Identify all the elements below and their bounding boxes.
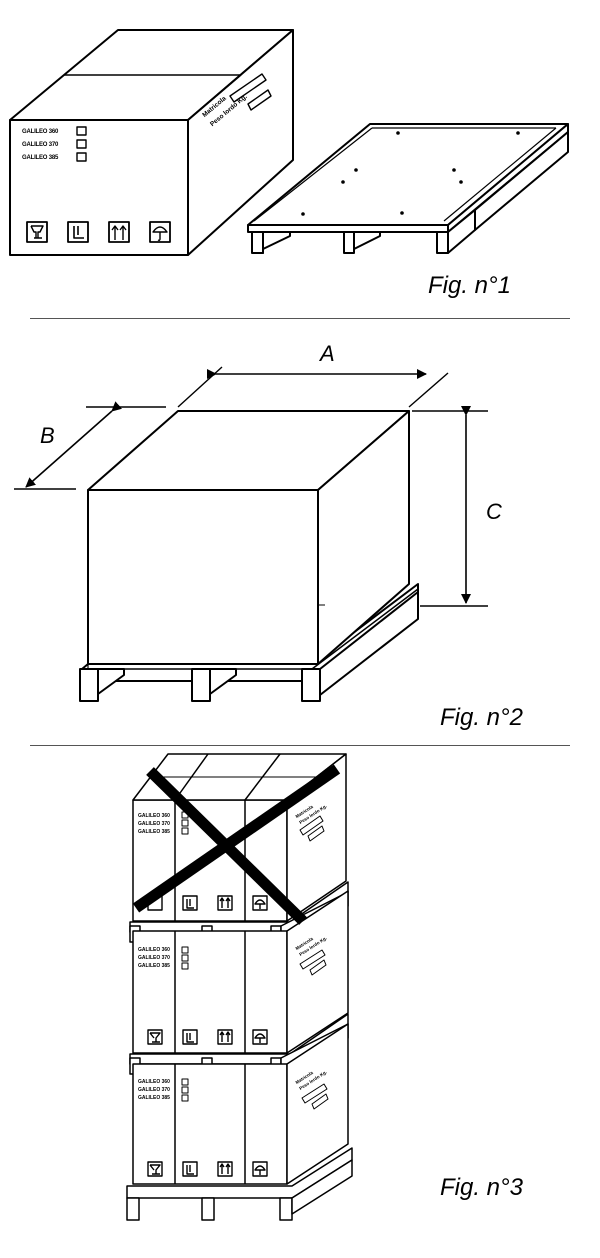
dimension-c-label: C [486, 499, 502, 524]
model-list: GALILEO 360 GALILEO 370 GALILEO 385 [138, 812, 170, 836]
divider [30, 745, 570, 746]
model-label: GALILEO 370 [22, 142, 59, 148]
model-label: GALILEO 360 [138, 947, 170, 953]
handling-icons [147, 895, 268, 1177]
figure-1-panel: GALILEO 360 GALILEO 370 GALILEO 385 Matr… [0, 0, 600, 318]
stacked-box-bottom [132, 1023, 349, 1185]
figure-3-drawing [126, 753, 353, 1221]
figure-2-panel: A B C Fig. n°2 [0, 319, 600, 744]
fragile-icon [26, 221, 48, 243]
box-markings [181, 811, 329, 1110]
model-label: GALILEO 370 [138, 821, 170, 827]
dimension-a-label: A [320, 341, 335, 366]
model-label: GALILEO 360 [138, 813, 170, 819]
figure-caption: Fig. n°3 [440, 1174, 523, 1201]
keep-dry-umbrella-icon [149, 221, 171, 243]
figure-1-drawing [9, 29, 569, 256]
prohibited-cross-icon [132, 764, 341, 925]
model-label: GALILEO 360 [22, 129, 59, 135]
dimension-b-label: B [40, 423, 55, 448]
dimension-lines [14, 366, 488, 607]
figure-caption: Fig. n°2 [440, 704, 523, 731]
stacked-pallet [126, 1147, 353, 1221]
packed-box-on-pallet [79, 410, 419, 702]
model-label: GALILEO 370 [138, 1087, 170, 1093]
this-way-up-icon [108, 221, 130, 243]
center-of-gravity-icon [67, 221, 89, 243]
figure-caption: Fig. n°1 [428, 272, 511, 299]
model-list: GALILEO 360 GALILEO 370 GALILEO 385 [22, 126, 58, 165]
model-label: GALILEO 385 [138, 1095, 170, 1101]
empty-pallet [247, 123, 569, 254]
shipping-box [9, 29, 294, 256]
model-label: GALILEO 385 [22, 155, 59, 161]
model-label: GALILEO 385 [138, 963, 170, 969]
stacked-box-middle [132, 890, 349, 1054]
figure-3-panel: GALILEO 360 GALILEO 370 GALILEO 385 GALI… [0, 746, 600, 1258]
model-label: GALILEO 360 [138, 1079, 170, 1085]
model-list: GALILEO 360 GALILEO 370 GALILEO 385 [138, 946, 170, 970]
model-list: GALILEO 360 GALILEO 370 GALILEO 385 [138, 1078, 170, 1102]
model-label: GALILEO 385 [138, 829, 170, 835]
divider [30, 318, 570, 319]
figure-2-drawing [14, 366, 488, 702]
model-label: GALILEO 370 [138, 955, 170, 961]
